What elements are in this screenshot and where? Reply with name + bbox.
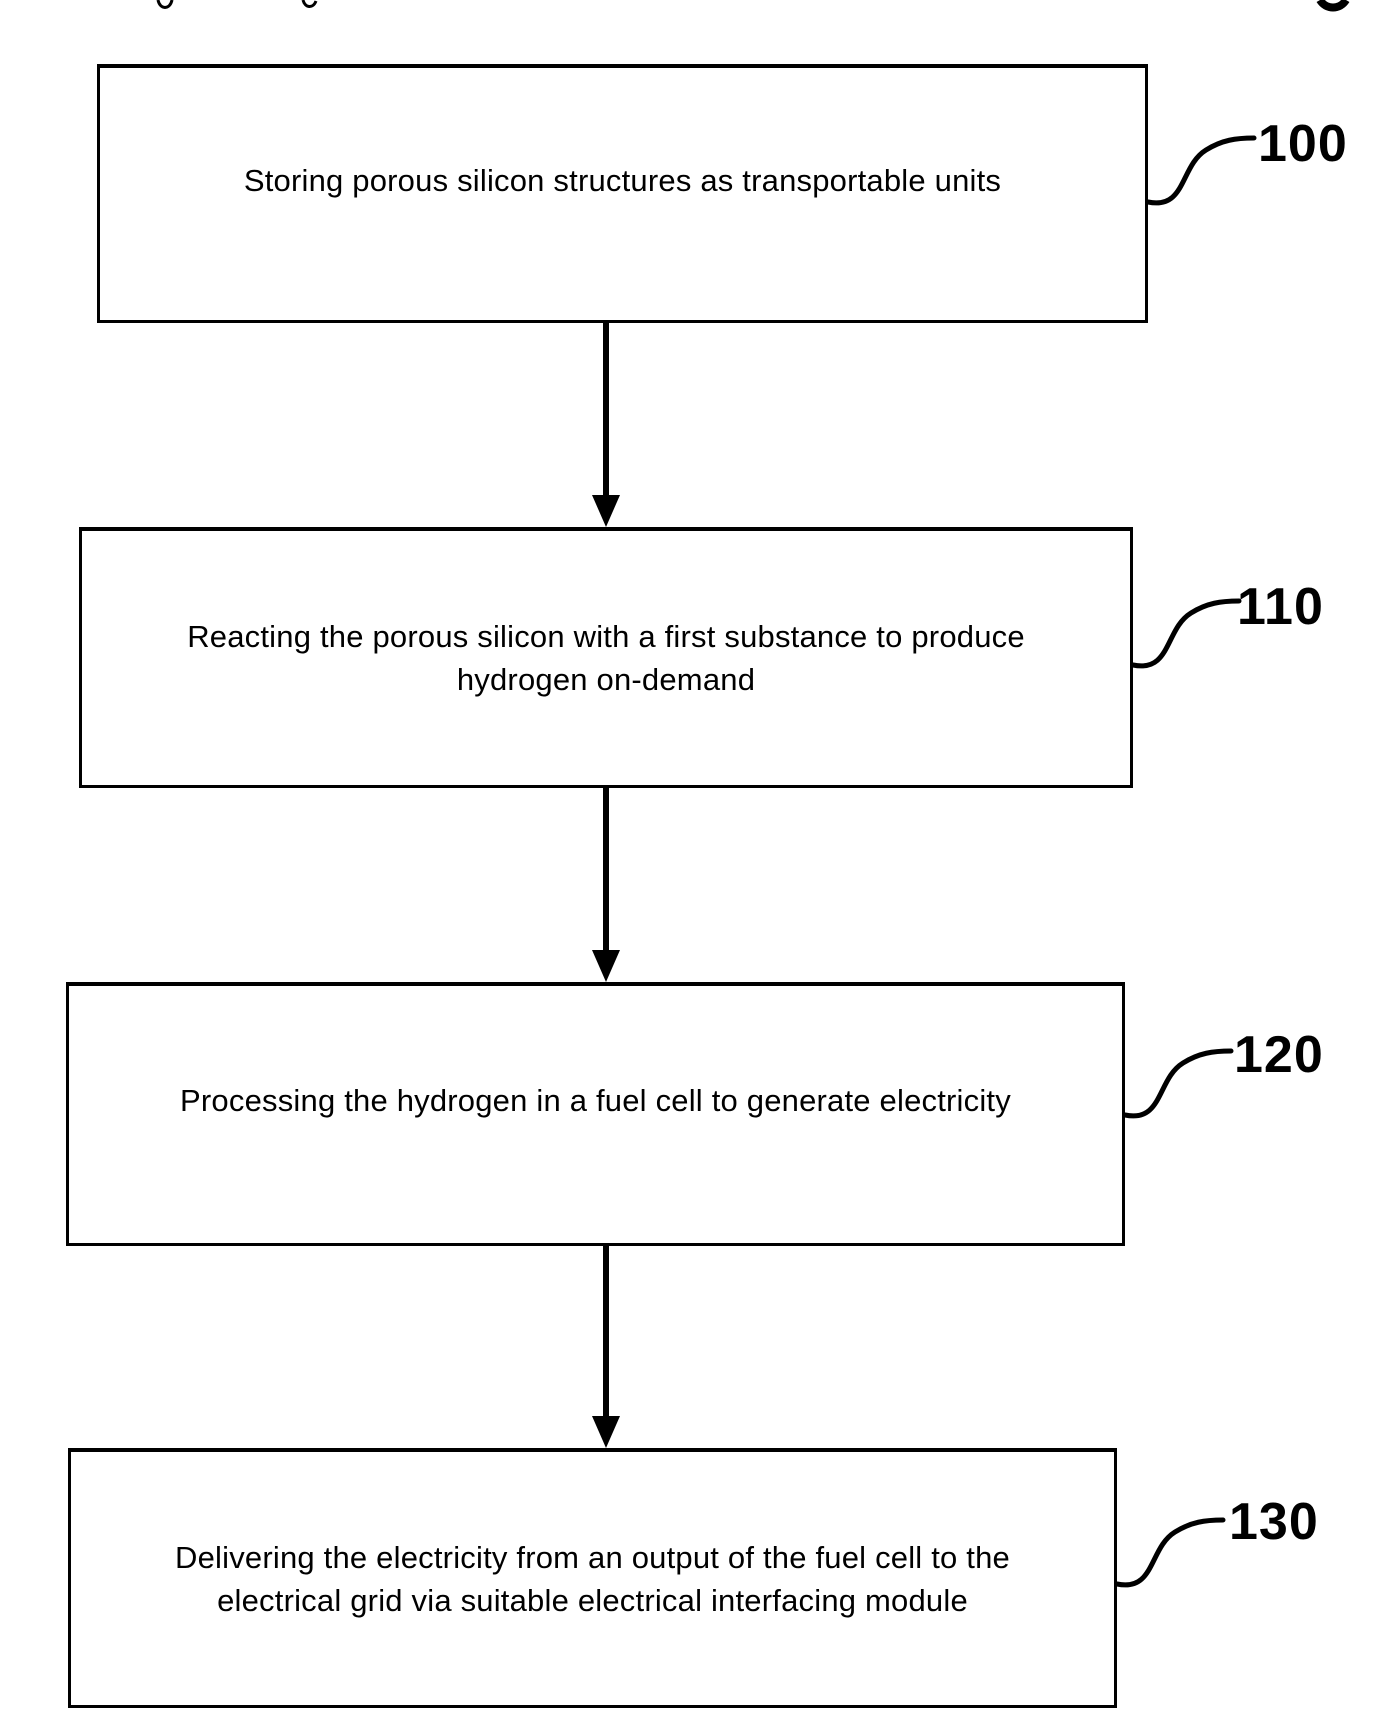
- process-step-label-130: Delivering the electricity from an outpu…: [175, 1539, 1010, 1618]
- cropped-text-artifact: [156, 0, 174, 9]
- process-step-box-100: Storing porous silicon structures as tra…: [97, 64, 1148, 323]
- leader-line-110: [1130, 598, 1242, 669]
- leader-line-130: [1114, 1517, 1226, 1588]
- reference-number-120: 120: [1234, 1026, 1324, 1084]
- cropped-text-artifact: [301, 0, 318, 8]
- process-step-label-110: Reacting the porous silicon with a first…: [187, 619, 1025, 697]
- reference-number-130: 130: [1229, 1493, 1319, 1551]
- process-step-label-100: Storing porous silicon structures as tra…: [243, 162, 1002, 198]
- arrow-down-icon: [592, 788, 620, 982]
- process-step-label-120: Processing the hydrogen in a fuel cell t…: [180, 1083, 1011, 1118]
- reference-number-100: 100: [1258, 115, 1348, 173]
- process-step-box-130: Delivering the electricity from an outpu…: [68, 1448, 1117, 1708]
- cropped-text-artifact: [1316, 0, 1350, 12]
- process-step-box-120: Processing the hydrogen in a fuel cell t…: [66, 982, 1125, 1246]
- arrow-down-icon: [592, 323, 620, 527]
- leader-line-120: [1122, 1048, 1234, 1119]
- process-step-box-110: Reacting the porous silicon with a first…: [79, 527, 1133, 788]
- arrow-down-icon: [592, 1246, 620, 1448]
- reference-number-110: 110: [1237, 578, 1324, 636]
- leader-line-100: [1145, 135, 1257, 206]
